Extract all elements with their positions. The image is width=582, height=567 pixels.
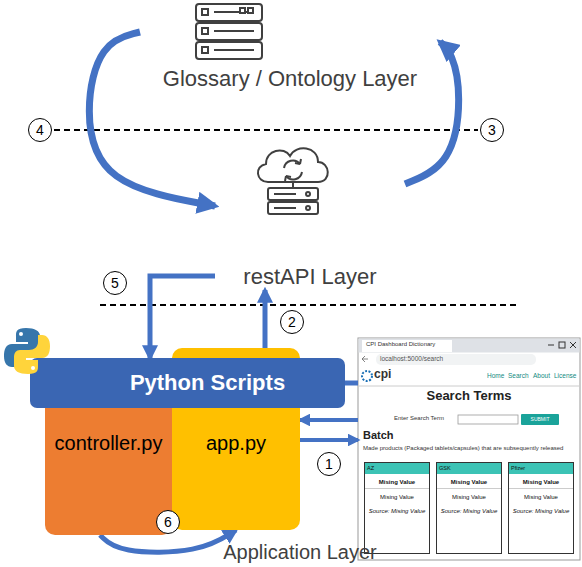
node-text: Mising Value [437,492,501,503]
result-card: GSKMising ValueMising ValueSource: Misin… [436,462,502,554]
node-text: Search Terms [358,389,580,404]
flow-arrow [300,418,358,422]
node-text: Glossary / Ontology Layer [163,66,417,92]
flow-arrow [263,290,268,348]
node-text: Home [487,372,504,379]
node-text: Made products (Packaged tablets/capsules… [363,445,575,452]
node-text: About [533,372,550,379]
card-heading: AZ [365,463,429,474]
scripts-bar: Python Scripts [30,358,345,408]
node-text: Mising Value [437,477,501,489]
node-text: CPI Dashboard Dictionary [366,341,435,348]
browser-screenshot [358,338,580,560]
node-text: restAPI Layer [243,264,376,290]
layer-divider [100,304,520,306]
callout-number: 1 [317,452,341,476]
callout-number: 3 [480,118,504,142]
callout-number: 6 [156,510,180,534]
layer-icon: Glossary / Ontology Layer [140,0,440,92]
node-text: Source: Mising Value [437,506,501,517]
browser-window: CPI Dashboard Dictionary localhost:5000/s… [358,338,580,560]
callout-number: 4 [28,118,52,142]
cloud-server-icon [258,148,328,214]
node-text: cpi [374,368,391,382]
node-text: License [554,372,576,379]
node-text: app.py [206,432,266,455]
callout-number: 5 [103,271,127,295]
database-icon [196,4,262,59]
node-text: Source: Mising Value [365,506,429,517]
layer-icon: restAPI Layer [215,138,405,290]
node-text: localhost:5000/search [380,355,443,362]
card-heading: Pfizer [509,463,573,474]
layer-divider [54,129,478,131]
flow-arrow [150,276,215,358]
node-text: Search [508,372,529,379]
node-text: Python Scripts [130,370,285,396]
node-text: Mising Value [509,492,573,503]
node-text: Batch [363,429,394,442]
card-heading: GSK [437,463,501,474]
flow-arrow [345,381,358,386]
flow-arrow [300,438,358,442]
node-text: Mising Value [365,492,429,503]
node-text: Enter Search Term [394,415,444,422]
node-text: Mising Value [509,477,573,489]
node-text: SUBMIT [521,414,559,425]
node-text: Mising Value [365,477,429,489]
flow-arrow [405,42,459,184]
flow-arrow [89,32,215,206]
layer-caption: Application Layer [200,541,400,564]
result-card: PfizerMising ValueMising ValueSource: Mi… [508,462,574,554]
result-card: AZMising ValueMising ValueSource: Mising… [364,462,430,554]
node-text: controller.py [55,432,163,455]
node-text: Source: Mising Value [509,506,573,517]
callout-number: 2 [280,310,304,334]
